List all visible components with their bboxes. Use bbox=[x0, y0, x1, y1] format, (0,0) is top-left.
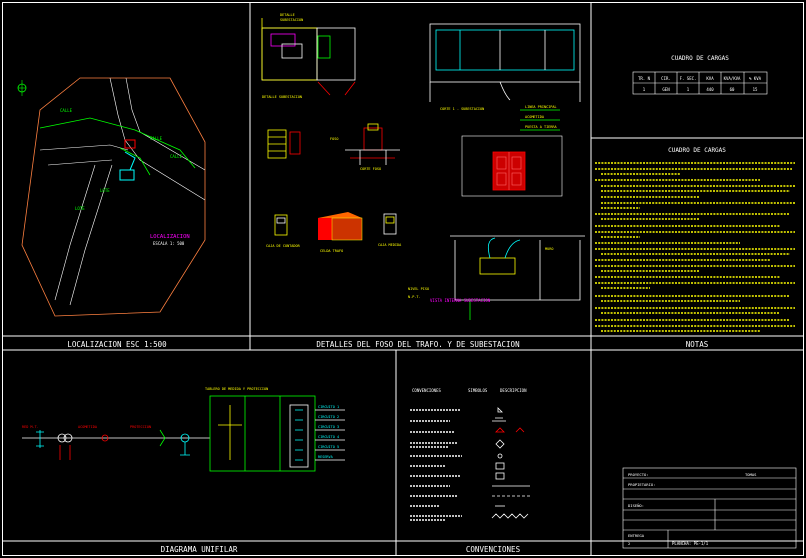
transformer-box bbox=[318, 212, 363, 241]
svg-text:CAJA DE CONTADOR: CAJA DE CONTADOR bbox=[266, 244, 301, 248]
svg-text:PROTECCION: PROTECCION bbox=[130, 425, 151, 429]
svg-text:NIVEL PISO: NIVEL PISO bbox=[408, 287, 429, 291]
map-scale: ESCALA 1: 500 bbox=[153, 241, 185, 246]
load-cell-kvakva: 60 bbox=[730, 87, 735, 92]
load-header-kva: KVA bbox=[706, 76, 714, 81]
title-block: PROYECTO: TOMAS PROPIETARIO: DISEÑO: ENT… bbox=[622, 467, 797, 549]
single-line-diagram: TABLERO DE MEDIDA Y PROTECCION bbox=[22, 387, 345, 472]
svg-text:CIRCUITO 1: CIRCUITO 1 bbox=[318, 405, 339, 409]
load-cell-fsec: 1 bbox=[687, 87, 690, 92]
load-header-cir: CIR. bbox=[661, 76, 671, 81]
svg-text:LINEA PRINCIPAL: LINEA PRINCIPAL bbox=[525, 105, 557, 109]
svg-text:MURO: MURO bbox=[545, 247, 553, 251]
substation-plan bbox=[261, 18, 356, 96]
panel-title-localizacion: LOCALIZACION ESC 1:500 bbox=[67, 340, 167, 349]
internal-view bbox=[450, 235, 585, 320]
svg-text:FOSO: FOSO bbox=[330, 137, 338, 141]
svg-text:CORTE FOSO: CORTE FOSO bbox=[360, 167, 381, 171]
delivery-value: 2 bbox=[628, 541, 630, 546]
svg-text:CIRCUITO 5: CIRCUITO 5 bbox=[318, 445, 339, 449]
legend: CONVENCIONES SIMBOLOS DESCRIPCION bbox=[410, 388, 530, 521]
svg-text:RED M.T.: RED M.T. bbox=[22, 425, 39, 429]
load-header-fsec: F. SEC. bbox=[680, 76, 697, 81]
load-cell-pct: 15 bbox=[753, 87, 758, 92]
load-cell-tr: 1 bbox=[643, 87, 646, 92]
panel-title-unifilar: DIAGRAMA UNIFILAR bbox=[161, 545, 238, 554]
svg-text:SUBESTACION: SUBESTACION bbox=[280, 18, 303, 22]
svg-text:RESERVA: RESERVA bbox=[318, 455, 334, 459]
svg-text:DETALLE: DETALLE bbox=[280, 13, 295, 17]
load-header-tr: TR. N bbox=[638, 76, 651, 81]
legend-col-convenciones: CONVENCIONES bbox=[412, 388, 441, 393]
svg-text:ACOMETIDA: ACOMETIDA bbox=[525, 115, 545, 119]
svg-text:CALLE: CALLE bbox=[170, 154, 183, 159]
sheet-number: PLANCHA: PE-1/1 bbox=[672, 541, 709, 546]
svg-text:CALLE: CALLE bbox=[150, 136, 163, 141]
site-boundary bbox=[21, 77, 206, 317]
legend-col-descripcion: DESCRIPCION bbox=[500, 388, 527, 393]
owner-label: PROPIETARIO: bbox=[628, 482, 655, 487]
svg-text:LOTE: LOTE bbox=[100, 188, 110, 193]
panel-board-title: TABLERO DE MEDIDA Y PROTECCION bbox=[205, 387, 268, 391]
design-label: DISEÑO: bbox=[628, 503, 644, 508]
load-header-pct: % KVA bbox=[749, 76, 762, 81]
load-table: CUADRO DE CARGAS TR. N CIR. F. SEC. KVA … bbox=[591, 55, 804, 154]
load-cell-kva: 440 bbox=[706, 87, 714, 92]
svg-text:ACOMETIDA: ACOMETIDA bbox=[78, 425, 98, 429]
load-header-kvakva: KVA/KVA bbox=[724, 76, 741, 81]
substation-section bbox=[429, 23, 581, 131]
notes-text-block bbox=[595, 162, 795, 332]
svg-text:PUESTA A TIERRA: PUESTA A TIERRA bbox=[525, 125, 558, 129]
panel-title-convenciones: CONVENCIONES bbox=[466, 545, 521, 554]
svg-text:CAJA MEDIDA: CAJA MEDIDA bbox=[378, 243, 402, 247]
svg-text:CELDA TRAFO: CELDA TRAFO bbox=[320, 249, 343, 253]
project-label: PROYECTO: bbox=[628, 472, 649, 477]
svg-text:CIRCUITO 3: CIRCUITO 3 bbox=[318, 425, 339, 429]
svg-text:CORTE 1 - SUBESTACION: CORTE 1 - SUBESTACION bbox=[440, 107, 484, 111]
panel-title-notas: NOTAS bbox=[686, 340, 709, 349]
legend-col-simbolos: SIMBOLOS bbox=[468, 388, 488, 393]
svg-text:LOTE: LOTE bbox=[75, 206, 85, 211]
internal-view-title: VISTA INTERNA SUBESTACION bbox=[430, 298, 491, 303]
notes-title: CUADRO DE CARGAS bbox=[668, 147, 726, 154]
load-table-title: CUADRO DE CARGAS bbox=[671, 55, 729, 62]
location-map: CALLE CALLE CALLE LOTE LOTE LOCALIZACION… bbox=[17, 77, 206, 317]
svg-text:CIRCUITO 4: CIRCUITO 4 bbox=[318, 435, 339, 439]
substation-details: DETALLE SUBESTACION DETALLE SUBESTACION … bbox=[261, 13, 585, 320]
svg-text:CALLE: CALLE bbox=[60, 108, 73, 113]
map-title: LOCALIZACION bbox=[150, 234, 190, 240]
project-value: TOMAS bbox=[745, 472, 757, 477]
load-cell-cir: GEN bbox=[662, 87, 670, 92]
delivery-label: ENTREGA bbox=[628, 533, 645, 538]
svg-text:DETALLE SUBESTACION: DETALLE SUBESTACION bbox=[262, 95, 302, 99]
svg-text:CIRCUITO 2: CIRCUITO 2 bbox=[318, 415, 339, 419]
svg-text:N.P.T.: N.P.T. bbox=[408, 295, 421, 299]
panel-title-detalles: DETALLES DEL FOSO DEL TRAFO. Y DE SUBEST… bbox=[316, 340, 519, 349]
